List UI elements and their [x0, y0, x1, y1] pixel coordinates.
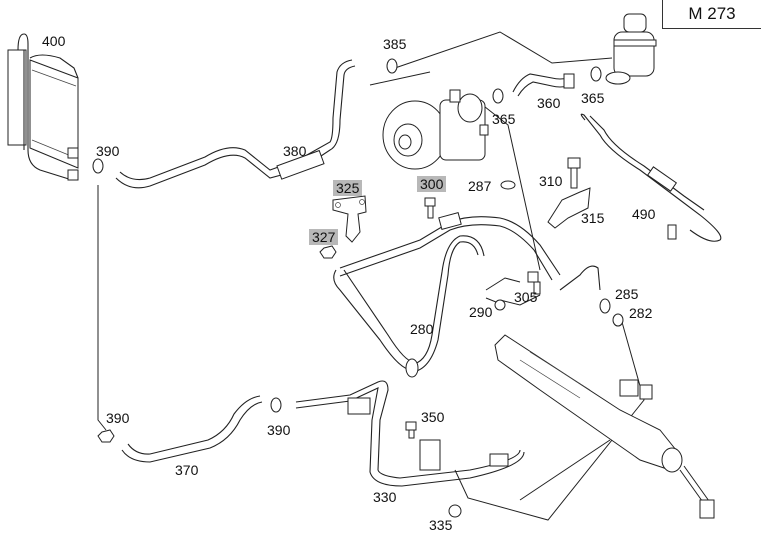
model-code-box: M 273	[662, 0, 761, 29]
seal-282[interactable]	[612, 313, 624, 327]
suction-hose-360[interactable]	[512, 73, 575, 97]
steering-rack[interactable]	[494, 334, 715, 519]
clamp-365-left[interactable]	[492, 88, 504, 104]
part-label-290[interactable]: 290	[469, 304, 493, 320]
oil-cooler-400[interactable]	[7, 33, 79, 181]
clamp-390-lower-left[interactable]	[97, 429, 115, 443]
clamp-390-upper[interactable]	[92, 158, 104, 174]
return-hose-380[interactable]	[115, 59, 356, 189]
bolt-350[interactable]	[405, 421, 417, 439]
leader-lines	[97, 31, 645, 521]
clamp-385[interactable]	[386, 58, 398, 74]
part-label-370[interactable]: 370	[175, 462, 199, 478]
part-label-385[interactable]: 385	[383, 36, 407, 52]
part-label-325[interactable]: 325	[333, 180, 363, 196]
bolt-300[interactable]	[424, 197, 436, 219]
pressure-line-fitting[interactable]	[559, 265, 601, 291]
part-label-490[interactable]: 490	[632, 206, 656, 222]
pressure-line-490[interactable]	[580, 113, 722, 242]
seal-335[interactable]	[448, 504, 462, 518]
part-label-390-lower-left[interactable]: 390	[106, 410, 130, 426]
bolt-305[interactable]	[527, 271, 541, 295]
nut-327[interactable]	[319, 245, 337, 259]
bolt-290[interactable]	[485, 297, 506, 311]
part-label-285[interactable]: 285	[615, 286, 639, 302]
bracket-315[interactable]	[547, 187, 591, 229]
return-hose-370[interactable]	[121, 395, 263, 463]
part-label-280[interactable]: 280	[410, 321, 434, 337]
bracket-325[interactable]	[332, 195, 367, 243]
part-label-315[interactable]: 315	[581, 210, 605, 226]
part-label-310[interactable]: 310	[539, 173, 563, 189]
part-label-335[interactable]: 335	[429, 517, 453, 533]
part-label-390-lower-mid[interactable]: 390	[267, 422, 291, 438]
fluid-reservoir[interactable]	[605, 13, 657, 85]
part-label-327[interactable]: 327	[309, 229, 339, 245]
return-line-330[interactable]	[295, 380, 525, 487]
seal-287[interactable]	[500, 180, 516, 190]
model-code: M 273	[688, 4, 736, 23]
clamp-365-right[interactable]	[590, 66, 602, 82]
part-label-400[interactable]: 400	[42, 33, 66, 49]
pressure-hose-280[interactable]	[333, 212, 561, 378]
bracket-330[interactable]	[419, 439, 441, 471]
part-label-305[interactable]: 305	[514, 289, 538, 305]
part-label-287[interactable]: 287	[468, 178, 492, 194]
seal-285[interactable]	[599, 298, 611, 314]
part-label-360[interactable]: 360	[537, 95, 561, 111]
bolt-310[interactable]	[567, 157, 581, 189]
part-label-350[interactable]: 350	[421, 409, 445, 425]
part-label-300[interactable]: 300	[417, 176, 447, 192]
part-label-365-right[interactable]: 365	[581, 90, 605, 106]
clamp-390-lower-mid[interactable]	[270, 397, 282, 413]
part-label-390-upper[interactable]: 390	[96, 143, 120, 159]
power-steering-pump[interactable]	[382, 89, 489, 170]
part-label-365-left[interactable]: 365	[492, 111, 516, 127]
part-label-380[interactable]: 380	[283, 143, 307, 159]
part-label-282[interactable]: 282	[629, 305, 653, 321]
part-label-330[interactable]: 330	[373, 489, 397, 505]
